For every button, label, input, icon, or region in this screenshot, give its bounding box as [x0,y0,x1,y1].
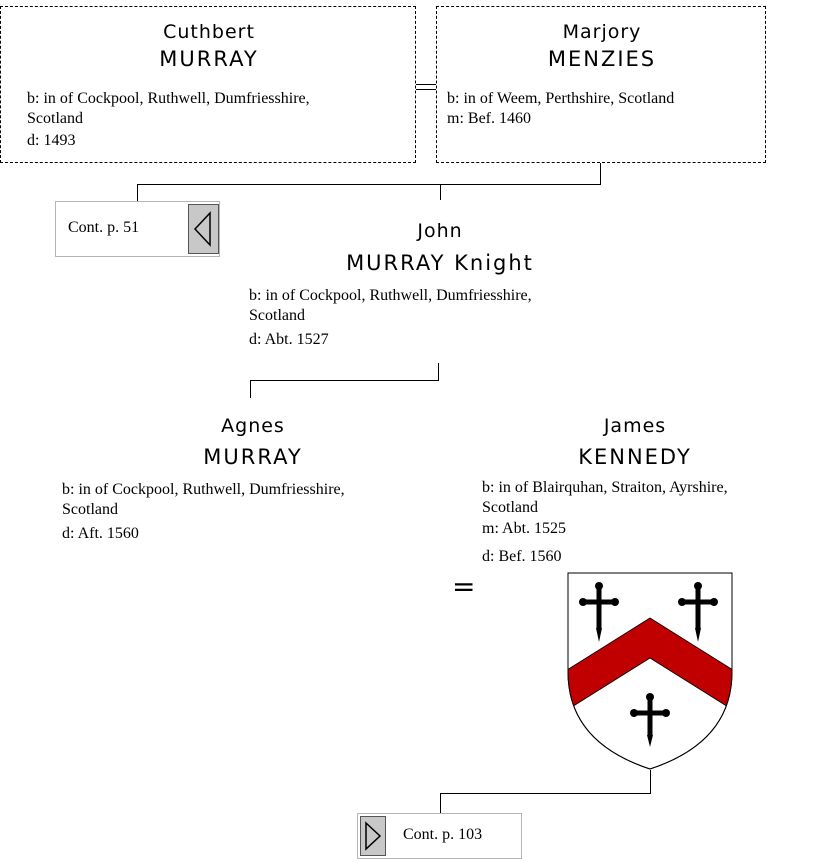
cont-prev-box[interactable]: Cont. p. 51 [55,201,220,257]
connector-vertical-right [600,163,601,184]
connector-arms-down [650,770,651,793]
child-birth-fact: b: in of Cockpool, Ruthwell, Dumfriesshi… [249,287,532,304]
birth-fact: b: in of Cockpool, Ruthwell, Dumfriesshi… [27,90,310,107]
given-name-james: James [603,415,667,437]
connector-agnes-drop [250,380,251,398]
james-marriage-fact: m: Abt. 1525 [482,520,567,537]
death-fact: d: 1493 [27,132,76,149]
marriage-fact: m: Bef. 1460 [447,110,531,127]
connector-bottom-horizontal [440,793,651,794]
connector-bottom-drop [440,793,441,813]
coat-of-arms-icon [567,572,733,770]
connector-horizontal [137,184,601,185]
marriage-line-top [416,84,436,85]
surname: MURRAY [159,47,259,71]
triangle-right-icon [365,821,382,851]
birth-fact-cont: Scotland [27,110,83,127]
james-birth-fact-cont: Scotland [482,499,538,516]
connector-left-drop [137,184,138,202]
next-page-button[interactable] [360,816,386,856]
connector-child-drop [440,184,441,200]
connector-john-down [438,363,439,380]
surname-james: KENNEDY [578,445,692,469]
connector-john-horizontal [250,380,439,381]
child-birth-fact-cont: Scotland [249,307,305,324]
cont-next-label: Cont. p. 103 [403,826,483,843]
surname-agnes: MURRAY [203,445,303,469]
child-death-fact: d: Abt. 1527 [249,331,329,348]
agnes-death-fact: d: Aft. 1560 [62,525,139,542]
child-given-name: John [417,220,463,242]
agnes-birth-fact: b: in of Cockpool, Ruthwell, Dumfriesshi… [62,481,345,498]
prev-page-button[interactable] [188,204,219,254]
marriage-line-bottom [416,89,436,90]
marriage-equals-sign: = [452,570,476,603]
james-death-fact: d: Bef. 1560 [482,548,562,565]
surname: MENZIES [547,47,657,71]
person-box-cuthbert-murray: Cuthbert MURRAY b: in of Cockpool, Ruthw… [0,6,416,163]
given-name-agnes: Agnes [221,415,285,437]
cont-prev-label: Cont. p. 51 [68,219,140,236]
triangle-left-icon [193,211,211,247]
person-box-marjory-menzies: Marjory MENZIES b: in of Weem, Perthshir… [436,6,766,163]
cont-next-box[interactable]: Cont. p. 103 [357,813,522,859]
given-name: Marjory [562,21,642,43]
child-surname: MURRAY Knight [346,251,534,275]
birth-fact: b: in of Weem, Perthshire, Scotland [447,90,675,107]
given-name: Cuthbert [163,21,255,43]
agnes-birth-fact-cont: Scotland [62,501,118,518]
james-birth-fact: b: in of Blairquhan, Straiton, Ayrshire, [482,479,728,496]
